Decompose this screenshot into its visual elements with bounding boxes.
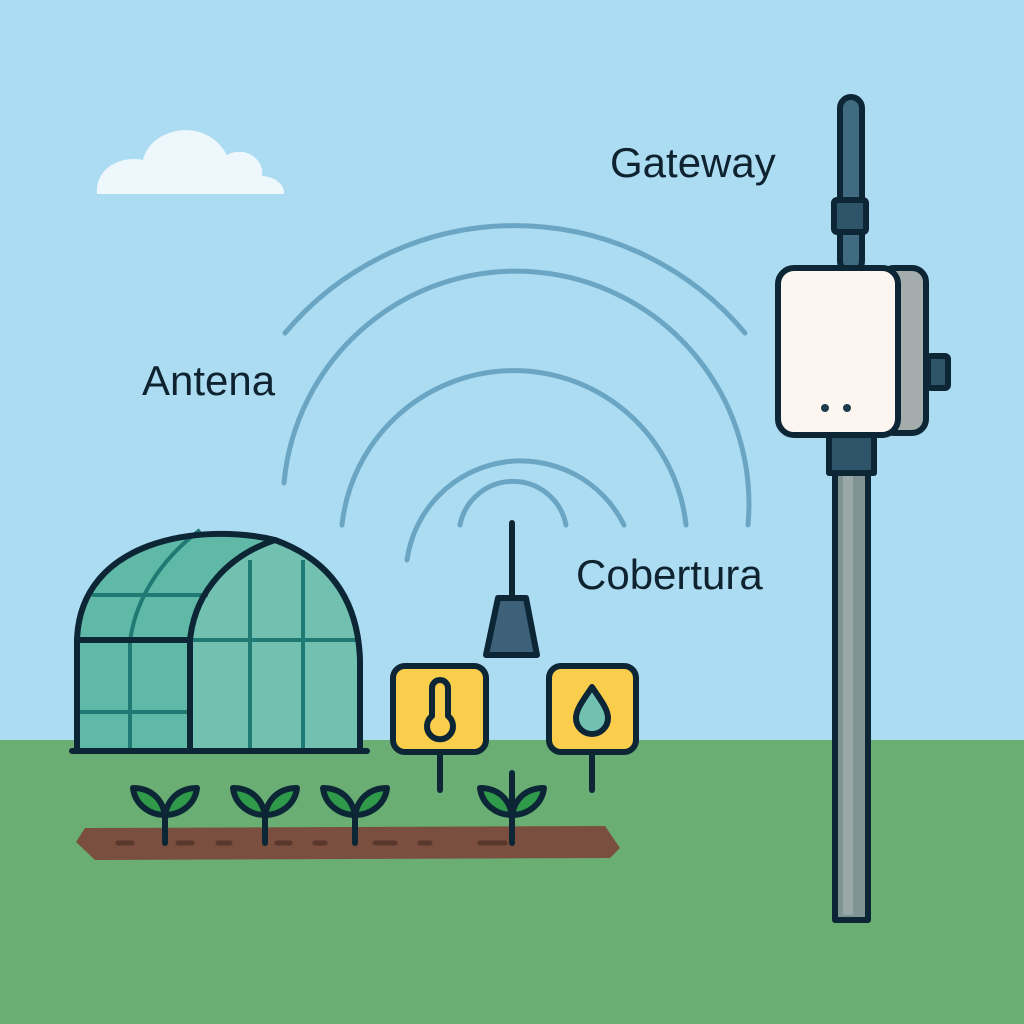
temperature-sensor xyxy=(390,663,489,793)
gateway-label: Gateway xyxy=(610,139,776,186)
soil-row xyxy=(76,826,620,860)
greenhouse xyxy=(69,528,370,754)
seedling-icon xyxy=(130,785,200,846)
cloud-icon xyxy=(96,130,285,194)
thermometer-icon xyxy=(424,677,456,743)
seedling-icon xyxy=(230,785,300,846)
seedling-icon xyxy=(477,770,547,846)
gateway xyxy=(775,94,951,923)
water-drop-icon xyxy=(573,684,611,737)
seedlings xyxy=(130,770,547,846)
status-led xyxy=(843,404,851,412)
humidity-sensor xyxy=(546,663,639,793)
coverage-label: Cobertura xyxy=(576,551,763,598)
status-led xyxy=(821,404,829,412)
antenna-label: Antena xyxy=(142,357,276,404)
antenna-icon xyxy=(483,520,540,658)
seedling-icon xyxy=(320,785,390,846)
coverage-waves xyxy=(281,223,752,563)
